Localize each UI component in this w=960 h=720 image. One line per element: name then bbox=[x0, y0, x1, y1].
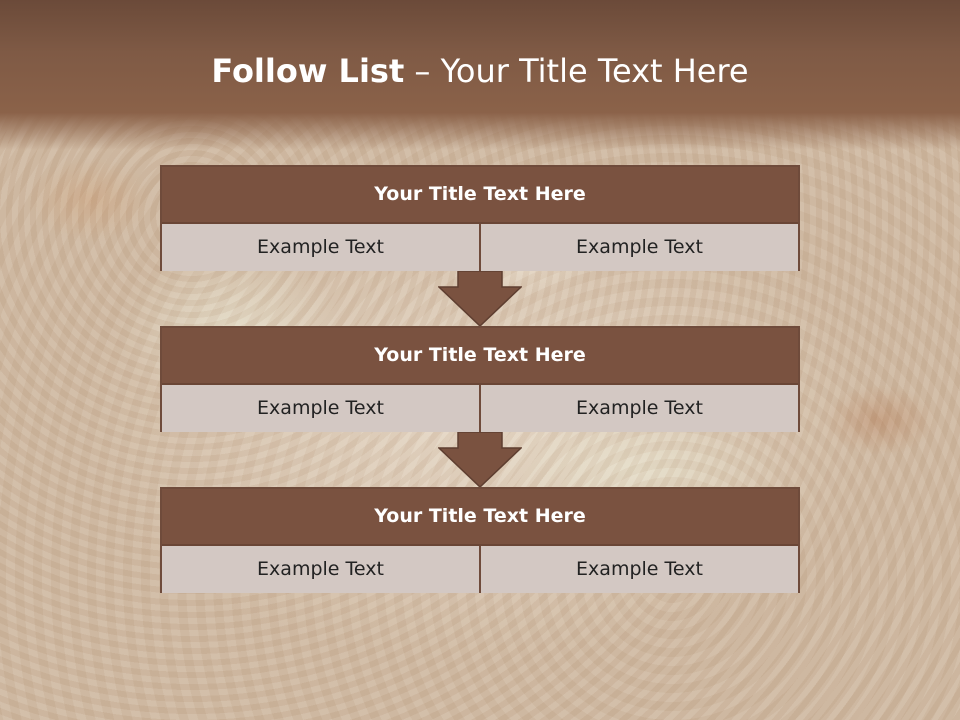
step-cell-left: Example Text bbox=[162, 224, 479, 271]
step-cells: Example Text Example Text bbox=[162, 546, 798, 593]
step-box-2: Your Title Text Here Example Text Exampl… bbox=[160, 326, 800, 432]
slide-title-bold: Follow List bbox=[211, 52, 405, 90]
step-cell-right: Example Text bbox=[479, 224, 798, 271]
step-cells: Example Text Example Text bbox=[162, 385, 798, 432]
step-box-3: Your Title Text Here Example Text Exampl… bbox=[160, 487, 800, 593]
slide-title-rest: – Your Title Text Here bbox=[404, 52, 749, 90]
step-box-1: Your Title Text Here Example Text Exampl… bbox=[160, 165, 800, 271]
header-band bbox=[0, 0, 960, 150]
step-title: Your Title Text Here bbox=[162, 489, 798, 546]
step-cell-right: Example Text bbox=[479, 546, 798, 593]
step-cell-left: Example Text bbox=[162, 385, 479, 432]
down-arrow-icon bbox=[438, 432, 522, 488]
step-title: Your Title Text Here bbox=[162, 328, 798, 385]
step-cells: Example Text Example Text bbox=[162, 224, 798, 271]
step-title: Your Title Text Here bbox=[162, 167, 798, 224]
slide-title: Follow List – Your Title Text Here bbox=[0, 52, 960, 90]
step-cell-left: Example Text bbox=[162, 546, 479, 593]
step-cell-right: Example Text bbox=[479, 385, 798, 432]
down-arrow-icon bbox=[438, 271, 522, 327]
